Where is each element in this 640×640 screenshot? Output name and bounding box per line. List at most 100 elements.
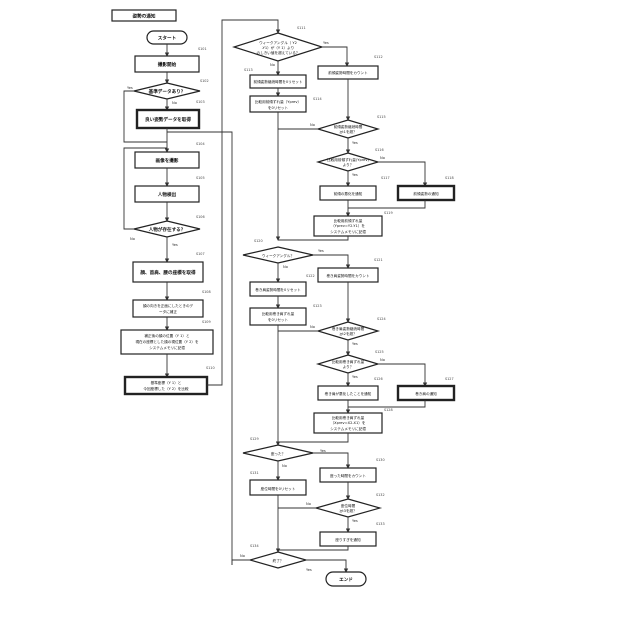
- node-s121-label: 巻き肩姿勢時間をカウント: [326, 273, 370, 278]
- s11-yes: Yes: [323, 41, 329, 45]
- s20-yes: Yes: [318, 249, 324, 253]
- node-s16-line1: 比較用前傾ずれ量(Yprev): [327, 157, 369, 162]
- node-s9-line1: 補正後の顔の位置（Y 1）と: [144, 333, 190, 338]
- s32-no: No: [306, 502, 311, 506]
- node-s6-label: 人物が存在する？: [148, 226, 186, 233]
- s15-yes: Yes: [352, 141, 358, 145]
- node-s125-line1: 比較用巻き肩ずれ量: [332, 359, 365, 364]
- ref-s103: S103: [196, 100, 205, 104]
- node-s11-line1: ウィークアングル（ Y2: [259, 40, 297, 45]
- s24-no: No: [310, 325, 315, 329]
- node-s131-label: 座位時間を0リセット: [261, 486, 296, 491]
- node-s134-label: 終了？: [273, 558, 284, 563]
- node-s10-line2: 今回座標した（Y 2）を比較: [143, 386, 189, 391]
- node-s11-line3: のしきい値を超えている？: [257, 50, 300, 55]
- s6-yes: Yes: [172, 243, 178, 247]
- node-s123-line2: を0リセット: [268, 317, 289, 322]
- s25-yes: Yes: [352, 375, 358, 379]
- node-s132-line2: ≧t3を超？: [339, 508, 357, 513]
- ref-s109: S109: [202, 320, 211, 324]
- node-s7-label: 顔、首肩、腰の座標を取得: [139, 269, 196, 276]
- node-s132-line1: 座位時間: [341, 503, 356, 508]
- node-s124: [318, 322, 378, 340]
- ref-s108: S108: [202, 290, 211, 294]
- node-s19-line2: （Yprev=Y2-Y1）を: [331, 223, 365, 228]
- node-s15: [318, 120, 378, 138]
- node-s9-line2: 現在の座標とした顔の現位置（Y 2）を: [135, 339, 199, 344]
- start-label: スタート: [158, 35, 176, 42]
- node-s133-label: 座りすぎを通知: [335, 537, 361, 542]
- node-s123: [250, 308, 306, 325]
- node-s8: [133, 300, 203, 317]
- node-s128-line3: システムメモリに記憶: [330, 426, 366, 431]
- ref-s121: S121: [374, 258, 383, 262]
- ref-s133: S133: [376, 522, 385, 526]
- s6-no: No: [130, 237, 135, 241]
- page-title: 姿勢の通知: [133, 13, 156, 20]
- node-s16-line2: より？: [343, 162, 354, 167]
- ref-s127: S127: [445, 377, 454, 381]
- node-s130-label: 座った時間をカウント: [330, 473, 366, 478]
- ref-s124: S124: [377, 317, 386, 321]
- ref-s125: S125: [375, 350, 384, 354]
- ref-s130: S130: [376, 458, 385, 462]
- ref-s134: S134: [250, 544, 259, 548]
- node-s1-label: 撮影開始: [158, 61, 177, 68]
- node-s128-line1: 比較用巻き肩ずれ量: [332, 415, 365, 420]
- node-s3-label: 良い姿勢データを取得: [145, 116, 191, 123]
- ref-s118: S118: [445, 176, 454, 180]
- node-s8-line2: ータに補正: [159, 309, 177, 314]
- node-s11-line2: -Y1）が（Y 1）より: [262, 45, 294, 50]
- ref-s129: S129: [250, 437, 259, 441]
- node-s15-line1: 前傾姿勢継続時間: [334, 124, 363, 129]
- s2-yes: Yes: [127, 86, 133, 90]
- node-s125: [318, 355, 378, 373]
- node-s123-line1: 比較用巻き肩ずれ量: [262, 311, 295, 316]
- node-s124-line2: ≧t2を超？: [339, 331, 357, 336]
- s16-yes: Yes: [352, 173, 358, 177]
- end-label: エンド: [339, 577, 353, 583]
- node-s17-label: 前傾の悪化を通知: [334, 191, 363, 196]
- ref-s128: S128: [384, 408, 393, 412]
- ref-s113: S113: [244, 68, 253, 72]
- ref-s120: S120: [254, 239, 263, 243]
- node-s124-line1: 巻き肩姿勢継続時間: [332, 326, 365, 331]
- ref-s105: S105: [196, 176, 205, 180]
- s11-no: No: [270, 63, 275, 67]
- node-s8-line1: 顔の向きを正面にしたときのデ: [143, 303, 194, 308]
- s29-yes: Yes: [320, 449, 326, 453]
- ref-s119: S119: [384, 211, 393, 215]
- ref-s102: S102: [200, 79, 209, 83]
- ref-s112: S112: [374, 55, 383, 59]
- node-s13-label: 前傾姿勢継続時間を0リセット: [253, 79, 302, 84]
- s16-no: No: [380, 156, 385, 160]
- ref-s101: S101: [198, 47, 207, 51]
- s32-yes: Yes: [352, 519, 358, 523]
- node-s12-label: 前傾姿勢時間をカウント: [328, 70, 368, 75]
- ref-s111: S111: [297, 26, 306, 30]
- ref-s117: S117: [381, 176, 390, 180]
- node-s9-line3: システムメモリに記憶: [149, 345, 185, 350]
- s2-no: No: [172, 101, 177, 105]
- ref-s106: S106: [196, 215, 205, 219]
- ref-s110: S110: [206, 366, 215, 370]
- node-s2-label: 基準データあり？: [148, 88, 186, 95]
- ref-s132: S132: [376, 493, 385, 497]
- ref-s126: S126: [374, 377, 383, 381]
- s24-yes: Yes: [352, 342, 358, 346]
- right-column: ウィークアングル（ Y2 -Y1）が（Y 1）より のしきい値を超えている？ S…: [232, 26, 454, 586]
- node-s10: [125, 377, 207, 394]
- node-s125-line2: より？: [343, 364, 354, 369]
- node-s120-label: ウィークアングル？: [262, 253, 294, 258]
- node-s122-label: 巻き肩姿勢時間を0リセット: [255, 287, 301, 292]
- node-s10-line1: 基準座標（Y 1）と: [151, 380, 182, 385]
- node-s127-label: 巻き肩の通知: [415, 391, 437, 396]
- s25-no: No: [380, 358, 385, 362]
- ref-s104: S104: [196, 142, 205, 146]
- ref-s114: S114: [313, 97, 322, 101]
- ref-s116: S116: [375, 148, 384, 152]
- node-s5-label: 人物検出: [157, 191, 177, 198]
- s29-no: No: [282, 464, 287, 468]
- node-s129-label: 座った？: [271, 451, 285, 456]
